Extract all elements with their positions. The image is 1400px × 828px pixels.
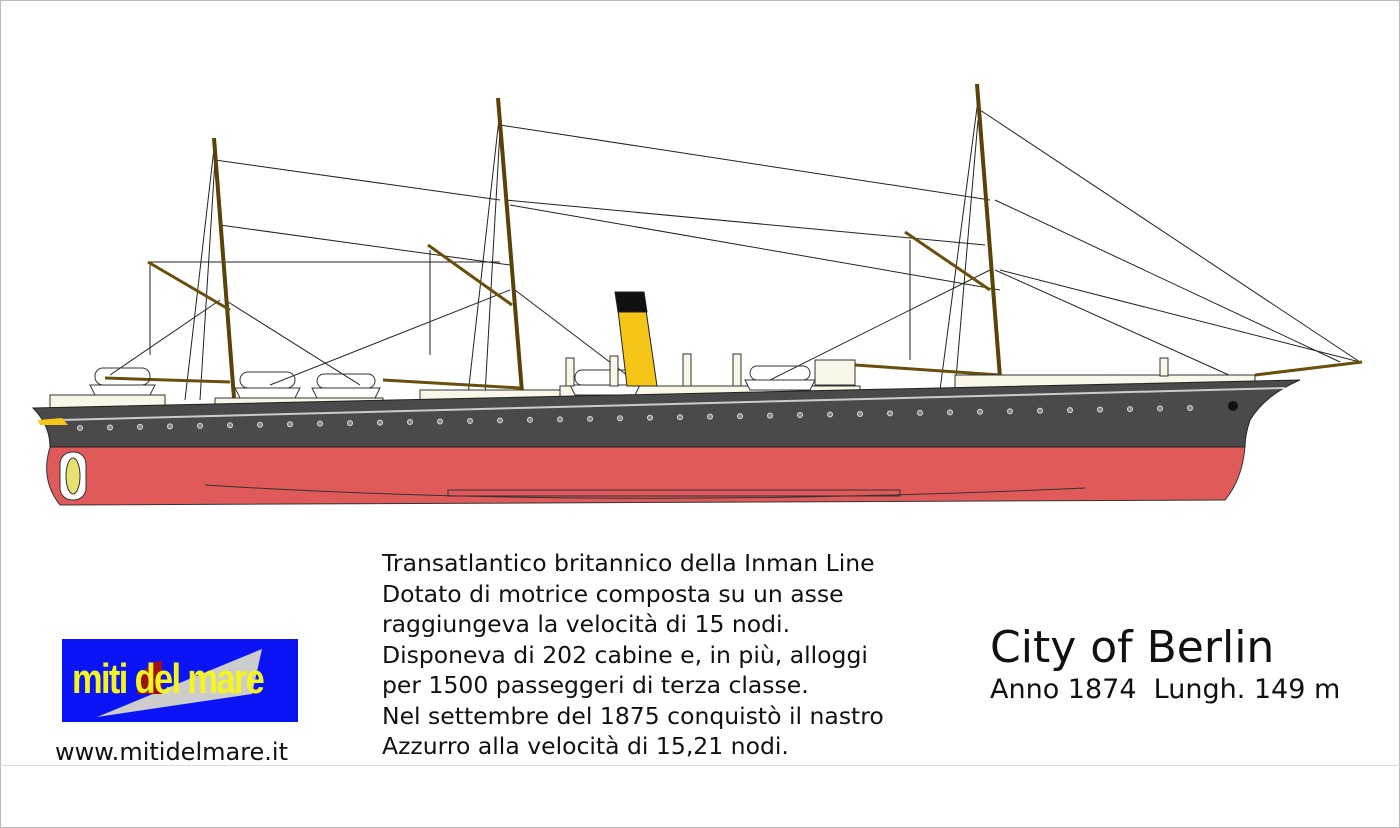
porthole (797, 412, 803, 419)
porthole (377, 419, 383, 426)
porthole (887, 410, 893, 417)
porthole (587, 415, 593, 422)
rigging (109, 99, 1361, 401)
divider (0, 765, 1400, 766)
porthole (557, 416, 563, 423)
porthole (857, 410, 863, 417)
yards (104, 230, 1363, 390)
porthole (1187, 405, 1193, 412)
porthole (317, 420, 323, 427)
website-url[interactable]: www.mitidelmare.it (55, 738, 289, 766)
porthole (1007, 408, 1013, 415)
porthole (167, 423, 173, 430)
description-line: Azzurro alla velocità di 15,21 nodi. (382, 732, 789, 760)
funnel (614, 291, 658, 387)
ventilators (565, 353, 1169, 387)
stern-ornament (38, 418, 68, 425)
porthole (767, 412, 773, 419)
porthole (827, 411, 833, 418)
description-line: per 1500 passeggeri di terza classe. (382, 671, 809, 699)
porthole (197, 422, 203, 429)
description-text: Transatlantico britannico della Inman Li… (382, 548, 884, 762)
propeller (65, 457, 81, 495)
porthole (647, 414, 653, 421)
porthole (497, 417, 503, 424)
porthole (407, 419, 413, 426)
ship-details: Anno 1874 Lungh. 149 m (990, 674, 1341, 705)
porthole (677, 414, 683, 421)
porthole (227, 422, 233, 429)
bilge-line (204, 484, 1086, 499)
porthole (737, 413, 743, 420)
description-line: Transatlantico britannico della Inman Li… (382, 549, 875, 577)
porthole (1067, 407, 1073, 414)
porthole (977, 408, 983, 415)
description-line: raggiungeva la velocità di 15 nodi. (382, 610, 791, 638)
description-line: Dotato di motrice composta su un asse (382, 579, 844, 608)
porthole (1097, 406, 1103, 413)
keel-plate (447, 489, 901, 497)
logo-sail-icon (97, 649, 262, 717)
porthole (527, 416, 533, 423)
ship-name: City of Berlin (990, 622, 1275, 673)
logo: miti del mare (62, 639, 298, 722)
logo-text: miti del mare (72, 655, 265, 702)
porthole (467, 417, 473, 424)
porthole (917, 409, 923, 416)
porthole (77, 425, 83, 431)
portholes (77, 405, 1193, 431)
lifeboats (89, 365, 816, 399)
hull-lower (46, 446, 1246, 506)
masts (212, 83, 1003, 399)
porthole (947, 409, 953, 416)
description-line: Nel settembre del 1875 conquistò il nast… (382, 701, 884, 730)
porthole (617, 415, 623, 422)
porthole (107, 424, 113, 431)
porthole (1037, 407, 1043, 414)
porthole (347, 420, 353, 427)
porthole (137, 423, 143, 430)
porthole (1127, 406, 1133, 413)
porthole (437, 418, 443, 425)
porthole (1157, 405, 1163, 412)
sheer-line (59, 387, 1286, 421)
porthole (707, 413, 713, 420)
description-line: Disponeva di 202 cabine e, in più, allog… (382, 640, 868, 669)
porthole (257, 421, 263, 428)
hawse-hole (1228, 401, 1238, 411)
porthole (287, 421, 293, 428)
